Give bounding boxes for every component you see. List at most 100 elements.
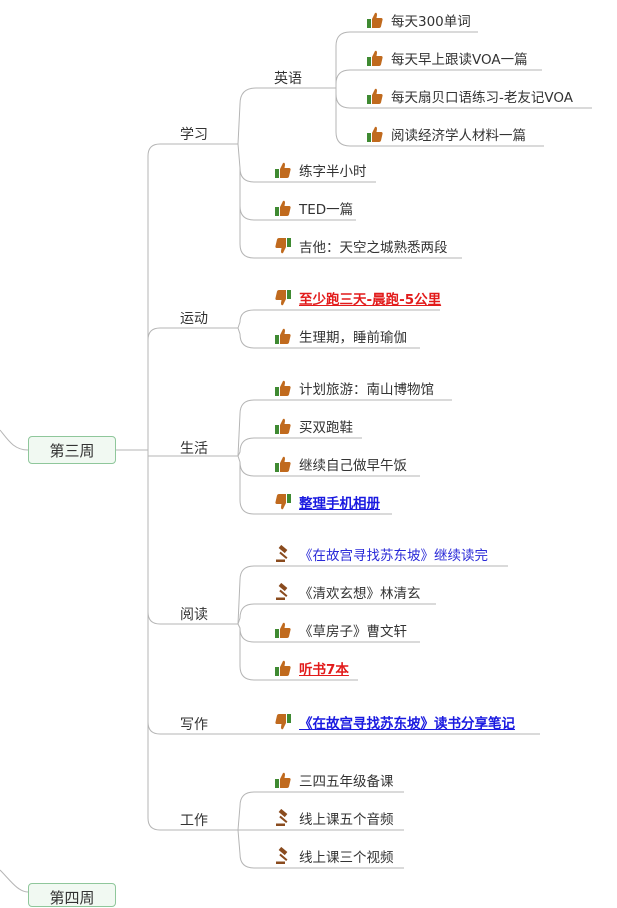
branch-writing[interactable]: 写作 xyxy=(180,717,208,733)
leaf-node[interactable]: 继续自己做早午饭 xyxy=(274,454,407,474)
connector-next-root xyxy=(0,869,29,893)
leaf-label: 每天300单词 xyxy=(391,14,471,30)
leaf-node[interactable]: 每天300单词 xyxy=(366,10,471,30)
connector-reading-1 xyxy=(237,565,272,625)
thumbs-up-icon xyxy=(366,11,384,29)
thumbs-down-icon xyxy=(274,493,292,511)
leaf-node[interactable]: 买双跑鞋 xyxy=(274,416,353,436)
connector-sport-1 xyxy=(237,309,272,329)
leaf-node[interactable]: 每天扇贝口语练习-老友记VOA xyxy=(366,86,573,106)
thumbs-up-icon xyxy=(274,621,292,639)
connector-sub-english xyxy=(237,87,336,145)
leaf-node[interactable]: TED一篇 xyxy=(274,198,353,218)
connector-branch-writing xyxy=(147,612,272,735)
connector-reading-2 xyxy=(237,603,272,625)
leaf-label: 听书7本 xyxy=(299,662,349,678)
leaf-node[interactable]: 《草房子》曹文轩 xyxy=(274,620,407,640)
connector-study-2 xyxy=(239,168,272,221)
leaf-node[interactable]: 整理手机相册 xyxy=(274,492,380,512)
connector-reading-3 xyxy=(237,623,272,643)
root-node-label: 第三周 xyxy=(49,441,95,460)
leaf-node[interactable]: 线上课五个音频 xyxy=(274,808,394,828)
leaf-node[interactable]: 《在故宫寻找苏东坡》继续读完 xyxy=(274,544,488,564)
thumbs-up-icon xyxy=(366,125,384,143)
connector-branch-work xyxy=(147,722,238,831)
thumbs-up-icon xyxy=(274,417,292,435)
gavel-icon xyxy=(274,544,292,563)
connector-branch-study xyxy=(147,143,238,450)
leaf-label: 《在故宫寻找苏东坡》继续读完 xyxy=(299,548,488,564)
thumbs-down-icon xyxy=(274,237,292,255)
thumbs-up-icon xyxy=(274,161,292,179)
connector-sport-2 xyxy=(237,327,272,349)
thumbs-up-icon xyxy=(274,771,292,789)
connector-life-4 xyxy=(239,462,272,515)
connector-life-1 xyxy=(237,399,272,457)
connector-branch-sport xyxy=(147,327,238,450)
gavel-icon xyxy=(274,582,292,601)
thumbs-up-icon xyxy=(274,379,292,397)
leaf-label: 买双跑鞋 xyxy=(299,420,353,436)
leaf-label: 吉他：天空之城熟悉两段 xyxy=(299,240,448,256)
leaf-node[interactable]: 三四五年级备课 xyxy=(274,770,394,790)
leaf-label: 每天早上跟读VOA一篇 xyxy=(391,52,528,68)
leaf-label: 线上课三个视频 xyxy=(299,850,394,866)
gavel-icon xyxy=(274,808,292,827)
leaf-label: 线上课五个音频 xyxy=(299,812,394,828)
branch-reading[interactable]: 阅读 xyxy=(180,607,208,623)
leaf-node[interactable]: 生理期，睡前瑜伽 xyxy=(274,326,407,346)
leaf-node[interactable]: 线上课三个视频 xyxy=(274,846,394,866)
thumbs-down-icon xyxy=(274,289,292,307)
branch-english[interactable]: 英语 xyxy=(274,71,302,87)
leaf-node[interactable]: 吉他：天空之城熟悉两段 xyxy=(274,236,448,256)
branch-life[interactable]: 生活 xyxy=(180,441,208,457)
branch-sport[interactable]: 运动 xyxy=(180,311,208,327)
branch-study[interactable]: 学习 xyxy=(180,127,208,143)
leaf-label: 生理期，睡前瑜伽 xyxy=(299,330,407,346)
leaf-label: 练字半小时 xyxy=(299,164,367,180)
thumbs-up-icon xyxy=(366,49,384,67)
connector-study-1 xyxy=(237,143,272,183)
connector-work-1 xyxy=(237,791,272,831)
thumbs-up-icon xyxy=(274,327,292,345)
leaf-node[interactable]: 《在故宫寻找苏东坡》读书分享笔记 xyxy=(274,712,515,732)
branch-work[interactable]: 工作 xyxy=(180,813,208,829)
connector-life-3 xyxy=(237,455,272,477)
connector-reading-4 xyxy=(239,628,272,681)
thumbs-down-icon xyxy=(274,713,292,731)
leaf-node[interactable]: 练字半小时 xyxy=(274,160,367,180)
leaf-label: 《草房子》曹文轩 xyxy=(299,624,407,640)
connector-life-2 xyxy=(237,437,272,457)
leaf-node[interactable]: 听书7本 xyxy=(274,658,349,678)
thumbs-up-icon xyxy=(274,455,292,473)
leaf-label: 三四五年级备课 xyxy=(299,774,394,790)
leaf-label: 《在故宫寻找苏东坡》读书分享笔记 xyxy=(299,716,515,732)
leaf-label: 计划旅游：南山博物馆 xyxy=(299,382,434,398)
connector-english-3 xyxy=(335,88,366,109)
leaf-label: 每天扇贝口语练习-老友记VOA xyxy=(391,90,573,106)
root-node-week4[interactable]: 第四周 xyxy=(28,883,116,907)
leaf-label: 《清欢玄想》林清玄 xyxy=(299,586,421,602)
leaf-node[interactable]: 《清欢玄想》林清玄 xyxy=(274,582,421,602)
thumbs-up-icon xyxy=(274,659,292,677)
leaf-node[interactable]: 计划旅游：南山博物馆 xyxy=(274,378,434,398)
connector-branch-reading xyxy=(147,450,238,625)
leaf-label: TED一篇 xyxy=(299,202,354,218)
thumbs-up-icon xyxy=(274,199,292,217)
connector-english-1 xyxy=(335,31,366,88)
connector-root-in xyxy=(0,429,29,451)
leaf-node[interactable]: 至少跑三天-晨跑-5公里 xyxy=(274,288,441,308)
root-node-week3[interactable]: 第三周 xyxy=(28,436,116,464)
leaf-node[interactable]: 每天早上跟读VOA一篇 xyxy=(366,48,528,68)
connector-work-3 xyxy=(237,829,272,869)
connector-english-4 xyxy=(335,94,366,147)
gavel-icon xyxy=(274,846,292,865)
connector-english-2 xyxy=(335,69,366,88)
root-node-next-label: 第四周 xyxy=(49,889,95,907)
leaf-label: 继续自己做早午饭 xyxy=(299,458,407,474)
leaf-label: 整理手机相册 xyxy=(299,496,380,512)
leaf-label: 阅读经济学人材料一篇 xyxy=(391,128,526,144)
leaf-node[interactable]: 阅读经济学人材料一篇 xyxy=(366,124,526,144)
connector-study-3 xyxy=(239,206,272,259)
